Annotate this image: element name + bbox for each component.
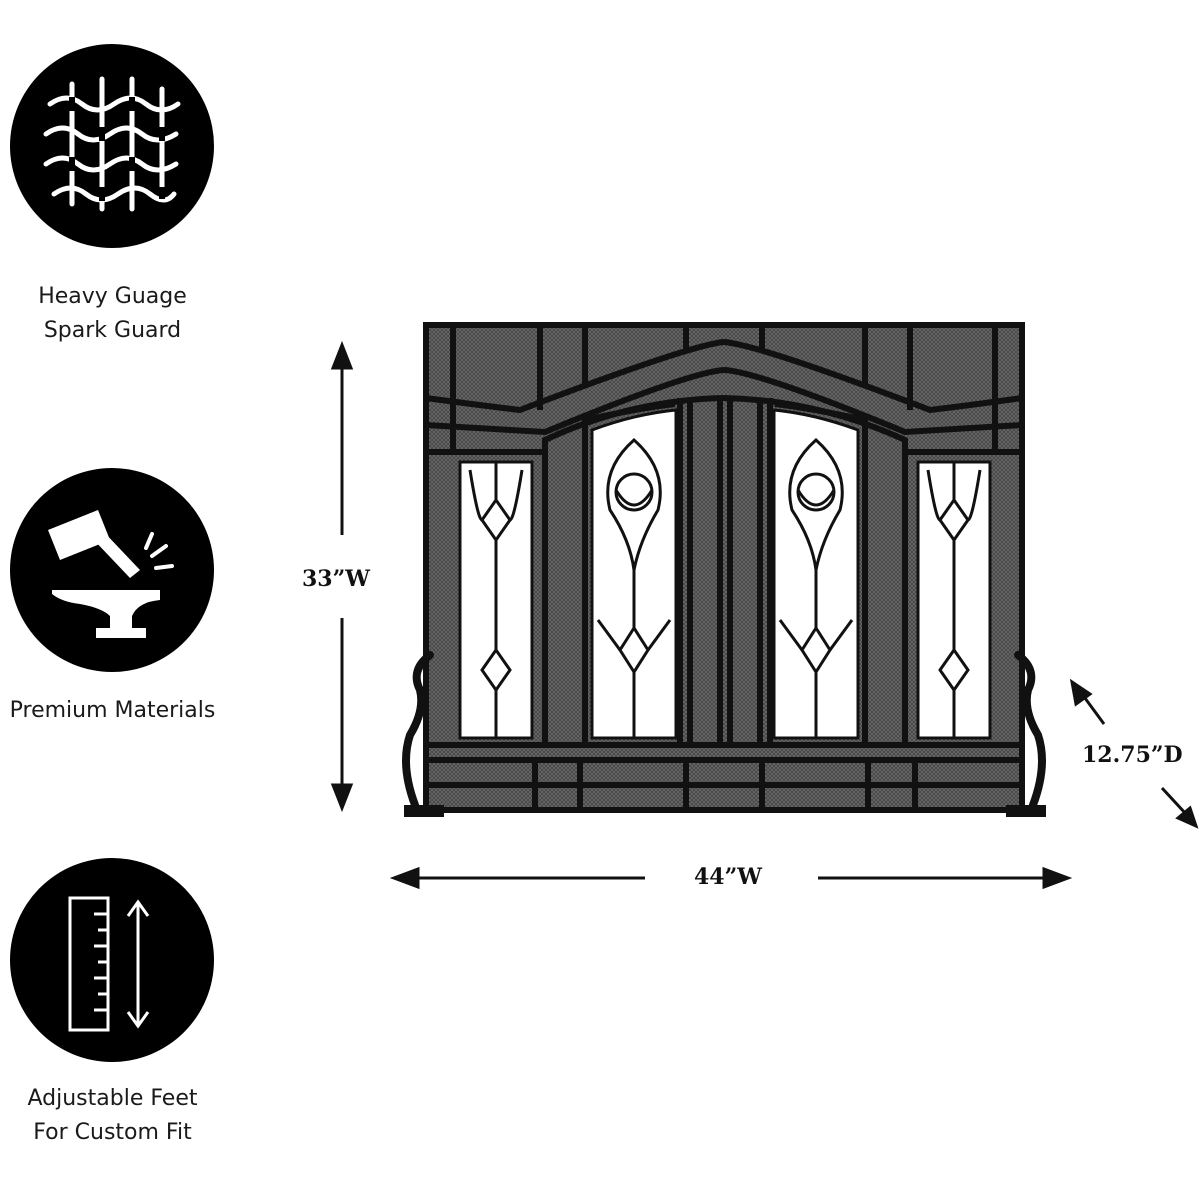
feature-label: Adjustable Feet For Custom Fit: [0, 1082, 225, 1150]
ruler-adjust-icon: [10, 858, 214, 1062]
spark-guard-mesh-icon: [10, 44, 214, 248]
feature-label-line1: Premium Materials: [9, 698, 216, 723]
depth-dimension-label: 12.75”D: [1082, 742, 1183, 768]
feature-label: Heavy Guage Spark Guard: [0, 280, 225, 348]
feature-label-line2: Spark Guard: [43, 318, 182, 343]
feature-label-line1: Heavy Guage: [38, 284, 187, 309]
feature-label: Premium Materials: [0, 694, 225, 728]
width-dimension-label: 44”W: [694, 864, 762, 890]
anvil-hammer-icon: [10, 468, 214, 672]
feature-label-line1: Adjustable Feet: [27, 1086, 198, 1111]
feature-label-line2: For Custom Fit: [33, 1120, 192, 1145]
height-dimension-label: 33”W: [302, 566, 370, 592]
